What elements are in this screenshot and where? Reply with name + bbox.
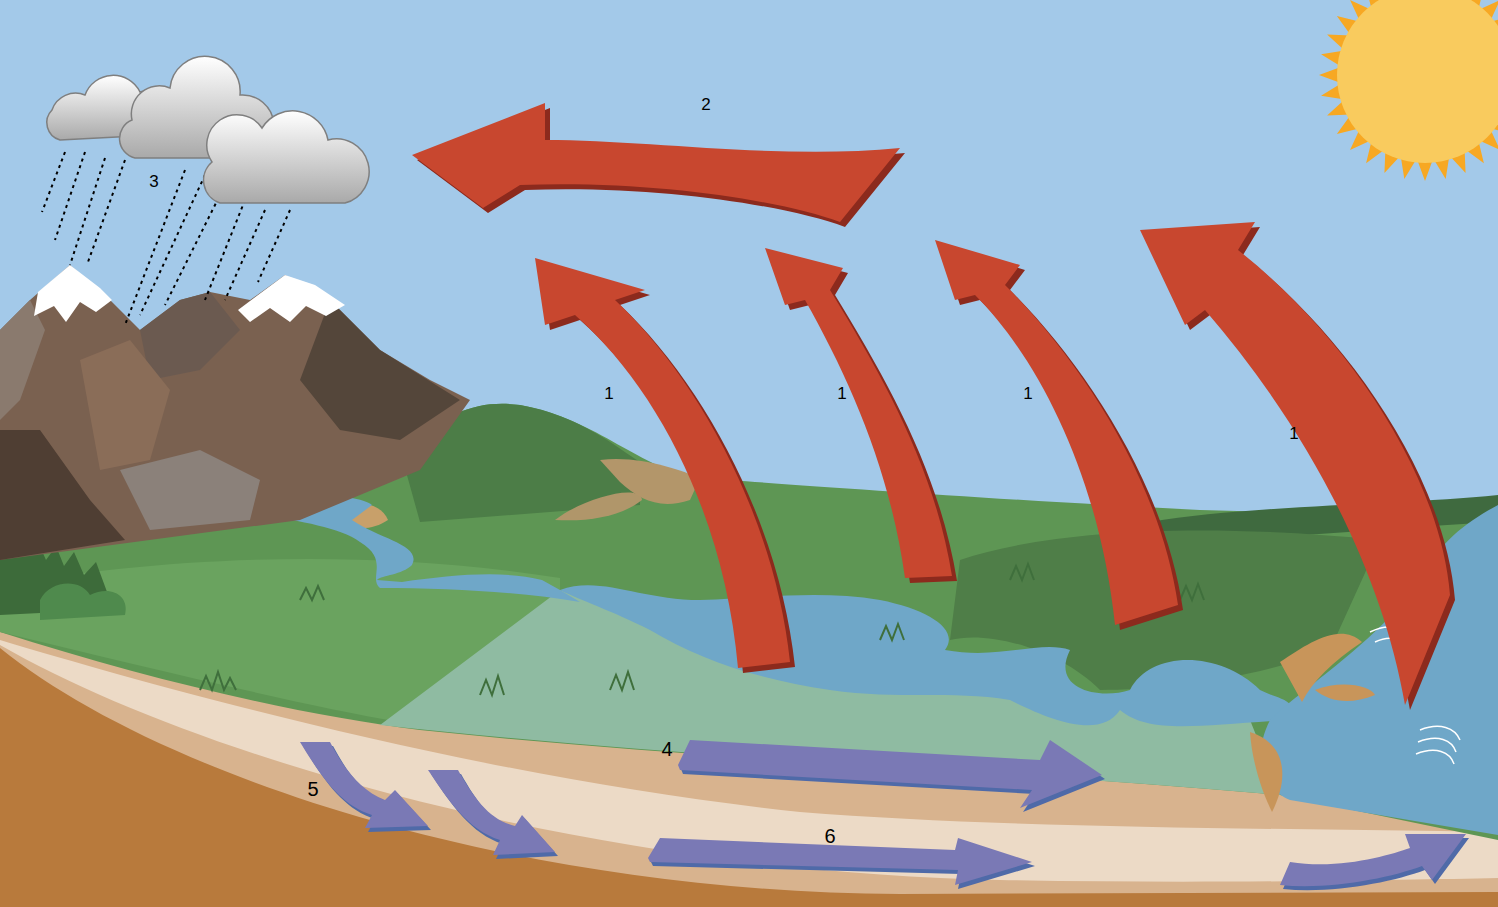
- flow-arrows: [300, 740, 1466, 886]
- callout-number: 5: [307, 779, 318, 799]
- callout-number: 1: [604, 385, 613, 402]
- lake: [560, 585, 1293, 726]
- snow-cap: [34, 265, 112, 322]
- infiltration-arrow: [428, 770, 555, 855]
- groundwater-arrow: [648, 838, 1032, 885]
- evaporation-arrow: [1140, 222, 1450, 705]
- callout-number: 1: [837, 385, 846, 402]
- mountain-shade: [0, 300, 45, 420]
- arrows: [412, 103, 1450, 705]
- condensation-arrow: [412, 103, 900, 222]
- beach: [1315, 685, 1375, 701]
- field-patch: [555, 493, 642, 521]
- evaporation-arrow: [535, 258, 790, 668]
- evaporation-arrow: [765, 248, 952, 578]
- bushes: [40, 584, 126, 620]
- callout-number: 1: [1023, 385, 1032, 402]
- callout-number: 3: [149, 173, 158, 190]
- boulders: [120, 450, 260, 530]
- mountain-shade: [300, 300, 460, 440]
- grass-tufts: [200, 564, 1204, 695]
- snow-cap: [238, 275, 345, 322]
- infiltration-arrow: [300, 742, 428, 828]
- sun-rays: [1319, 0, 1498, 181]
- cloud: [204, 111, 370, 203]
- arrow-shadows: [417, 108, 1455, 710]
- sun-spikes: [1319, 0, 1498, 181]
- mountains: [0, 265, 470, 560]
- sun: [1337, 0, 1498, 163]
- callout-number: 4: [661, 739, 672, 759]
- callout-number: 2: [701, 96, 710, 113]
- mountain-shade: [80, 340, 170, 470]
- runoff-arrow: [678, 740, 1102, 808]
- beach: [1250, 732, 1282, 812]
- mountain-shade: [140, 292, 240, 380]
- callout-number: 6: [824, 826, 835, 846]
- mountain-shade: [0, 430, 125, 560]
- groundwater-arrow: [1280, 834, 1466, 886]
- evaporation-arrow: [935, 240, 1178, 625]
- callout-number: 1: [1289, 425, 1298, 442]
